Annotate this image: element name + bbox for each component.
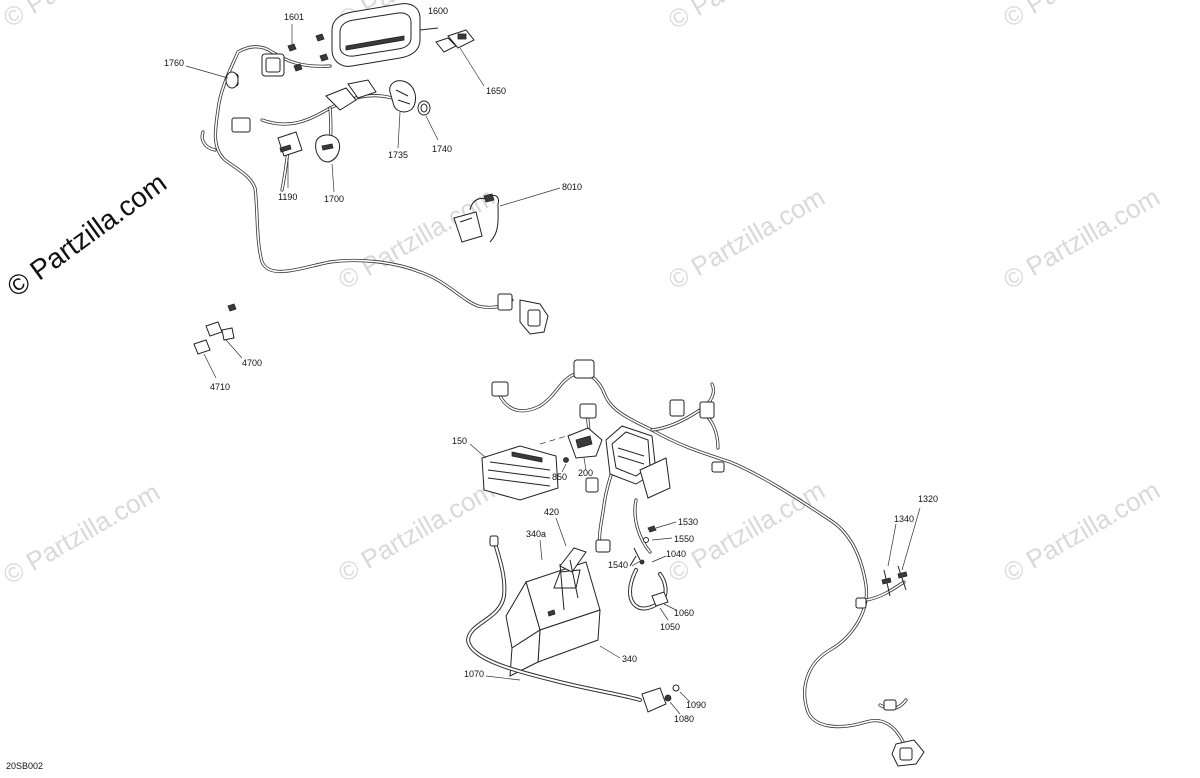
watermark-tile: © Partzilla.com (663, 475, 830, 589)
callout-420: 420 (544, 507, 559, 517)
relay-1190 (277, 131, 303, 188)
key-switch-1735 (389, 80, 439, 149)
voltage-regulator-150 (469, 431, 581, 501)
watermark-tile: © Partzilla.com (998, 475, 1165, 589)
harness-bracket (325, 79, 377, 111)
callout-labels: 1601 1600 1760 1650 1735 1740 1190 1700 … (6, 6, 938, 771)
battery-340 (505, 517, 621, 677)
cable-1050 (628, 568, 677, 621)
callout-1760: 1760 (164, 58, 184, 68)
callout-4700: 4700 (242, 358, 262, 368)
diagram-code: 20SB002 (6, 761, 43, 771)
callout-1060: 1060 (674, 608, 694, 618)
grommet-1760 (185, 65, 239, 89)
callout-1735: 1735 (388, 150, 408, 160)
callout-340: 340 (622, 654, 637, 664)
watermark-main: © Partzilla.com (1, 167, 172, 303)
callout-150: 150 (452, 436, 467, 446)
callout-1550: 1550 (674, 534, 694, 544)
callout-4710: 4710 (210, 382, 230, 392)
callout-1320: 1320 (918, 494, 938, 504)
upper-wiring-harness (200, 45, 549, 335)
callout-1090: 1090 (686, 700, 706, 710)
connector-1650 (435, 29, 485, 87)
callout-1340: 1340 (894, 514, 914, 524)
watermark-tile: © Partzilla.com (998, 182, 1165, 296)
callout-340a: 340a (526, 529, 546, 539)
watermark-tile: © Partzilla.com (0, 0, 165, 33)
starter-relay-200 (561, 427, 603, 473)
small-hardware-1530-1550 (629, 521, 677, 567)
callout-1740: 1740 (432, 144, 452, 154)
hardware-4700-4710 (193, 303, 243, 379)
callout-1700: 1700 (324, 194, 344, 204)
callout-8010: 8010 (562, 182, 582, 192)
cable-1070 (465, 535, 667, 713)
callout-1050: 1050 (660, 622, 680, 632)
callout-200: 200 (578, 468, 593, 478)
socket-8010 (453, 187, 561, 243)
callout-1530: 1530 (678, 517, 698, 527)
fuse-box (605, 425, 671, 499)
nuts-1090-1080 (664, 684, 691, 715)
screws-1601 (287, 24, 329, 72)
callout-850: 850 (552, 472, 567, 482)
callout-1070: 1070 (464, 669, 484, 679)
watermark-tile: © Partzilla.com (663, 182, 830, 296)
callout-1600: 1600 (428, 6, 448, 16)
switch-1700 (315, 134, 341, 193)
callout-1540: 1540 (608, 560, 628, 570)
watermark-tile: © Partzilla.com (663, 0, 830, 35)
watermark-tile: © Partzilla.com (333, 475, 500, 589)
callout-1080: 1080 (674, 714, 694, 724)
display-cluster (331, 3, 439, 67)
watermark-tiles: © Partzilla.com © Partzilla.com © Partzi… (0, 0, 1165, 590)
cable-ties-1320-1340 (881, 507, 921, 597)
callout-1190: 1190 (278, 192, 297, 202)
callout-1601: 1601 (284, 12, 304, 22)
callout-1650: 1650 (486, 86, 506, 96)
watermark-tile: © Partzilla.com (998, 0, 1165, 33)
watermark-tile: © Partzilla.com (0, 477, 165, 591)
callout-1040: 1040 (666, 549, 686, 559)
